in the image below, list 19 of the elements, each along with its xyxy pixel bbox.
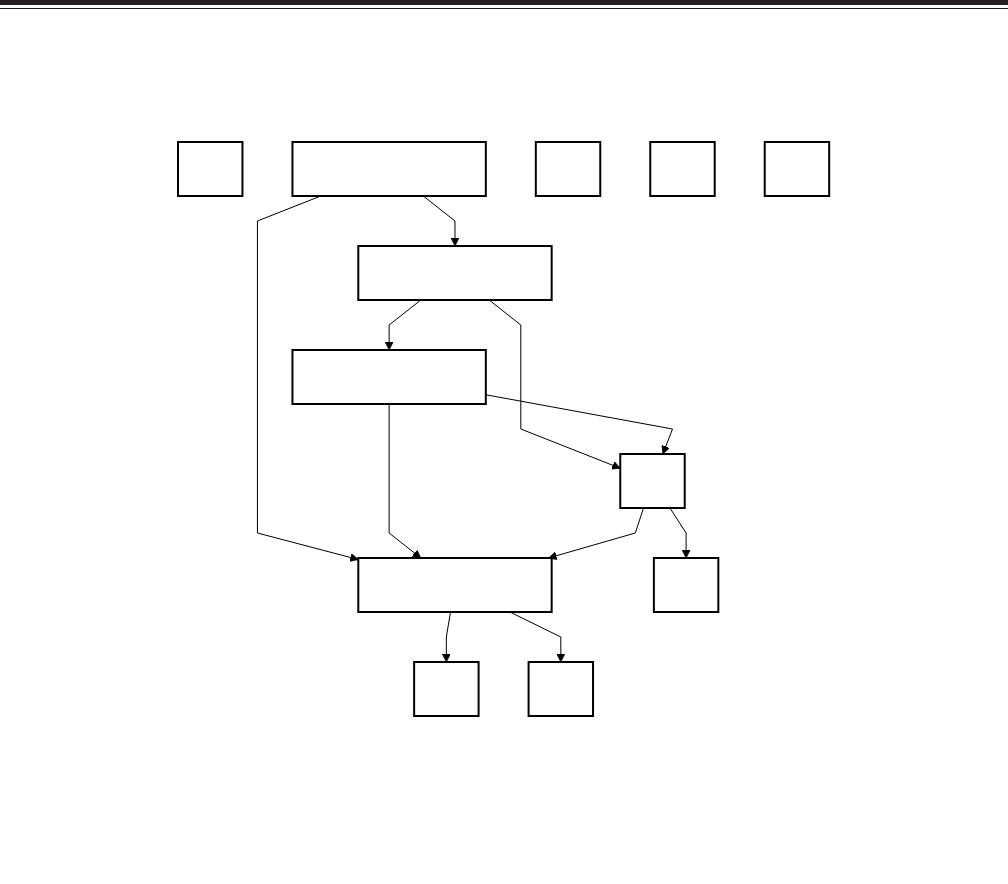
node-box — [357, 245, 554, 301]
node-box — [291, 349, 488, 405]
arrow — [389, 403, 422, 559]
node-box — [357, 557, 554, 613]
node-box — [649, 141, 717, 197]
arrow — [548, 507, 645, 561]
node-box — [619, 453, 687, 509]
node-box — [413, 661, 480, 717]
arrow — [385, 299, 422, 351]
node-box — [764, 141, 831, 197]
arrow — [257, 195, 360, 562]
node-box — [528, 661, 595, 717]
node-box — [653, 557, 720, 613]
arrow — [442, 611, 452, 663]
arrow — [669, 507, 691, 559]
arrow — [423, 195, 460, 247]
node-box — [177, 141, 244, 197]
node-box — [291, 141, 488, 197]
node-box — [535, 141, 602, 197]
